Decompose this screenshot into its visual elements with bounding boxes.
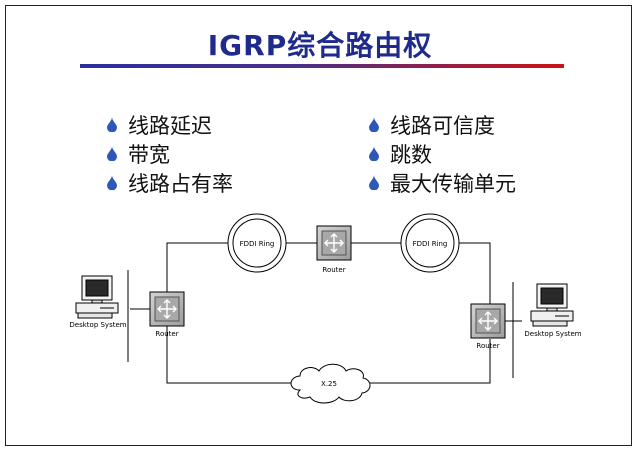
router-top: Router bbox=[316, 225, 352, 274]
x25-cloud: X.25 bbox=[290, 363, 371, 404]
bullet-label: 线路延迟 bbox=[128, 113, 212, 138]
router-arrows-icon bbox=[478, 311, 498, 331]
water-drop-icon bbox=[107, 146, 117, 161]
ring-label: FDDI Ring bbox=[413, 240, 448, 248]
bullet-item: 最大传输单元 bbox=[368, 168, 516, 197]
water-drop-icon bbox=[369, 117, 379, 132]
bullet-list-left: 线路延迟 带宽 线路占有率 bbox=[106, 110, 233, 197]
bullet-label: 跳数 bbox=[390, 142, 432, 167]
bullet-list-right: 线路可信度 跳数 最大传输单元 bbox=[368, 110, 516, 197]
router-right: Router bbox=[470, 303, 506, 350]
bullet-label: 带宽 bbox=[128, 142, 170, 167]
water-drop-icon bbox=[369, 175, 379, 190]
desktop-label: Desktop System bbox=[524, 330, 581, 338]
desktop-system-left: Desktop System bbox=[69, 275, 127, 329]
router-left: Router bbox=[149, 291, 185, 338]
bullet-label: 最大传输单元 bbox=[390, 171, 516, 196]
router-arrows-icon bbox=[157, 299, 177, 319]
cloud-label: X.25 bbox=[321, 380, 337, 388]
water-drop-icon bbox=[107, 117, 117, 132]
bullet-item: 线路延迟 bbox=[106, 110, 233, 139]
desktop-computer-icon bbox=[75, 275, 119, 319]
desktop-computer-icon bbox=[530, 283, 574, 327]
bullet-label: 线路占有率 bbox=[128, 171, 233, 196]
router-label: Router bbox=[155, 330, 178, 338]
router-label: Router bbox=[322, 266, 345, 274]
bullet-label: 线路可信度 bbox=[390, 113, 495, 138]
bullet-item: 线路占有率 bbox=[106, 168, 233, 197]
network-links bbox=[130, 242, 522, 384]
bullet-item: 跳数 bbox=[368, 139, 516, 168]
router-arrows-icon bbox=[324, 233, 344, 253]
slide-title: IGRP综合路由权 bbox=[207, 29, 433, 62]
fddi-ring-left: FDDI Ring bbox=[227, 213, 287, 273]
water-drop-icon bbox=[107, 175, 117, 190]
router-label: Router bbox=[476, 342, 499, 350]
fddi-ring-right: FDDI Ring bbox=[400, 213, 460, 273]
desktop-system-right: Desktop System bbox=[524, 283, 582, 338]
water-drop-icon bbox=[369, 146, 379, 161]
ring-label: FDDI Ring bbox=[240, 240, 275, 248]
desktop-label: Desktop System bbox=[69, 321, 126, 329]
bullet-item: 带宽 bbox=[106, 139, 233, 168]
bullet-item: 线路可信度 bbox=[368, 110, 516, 139]
